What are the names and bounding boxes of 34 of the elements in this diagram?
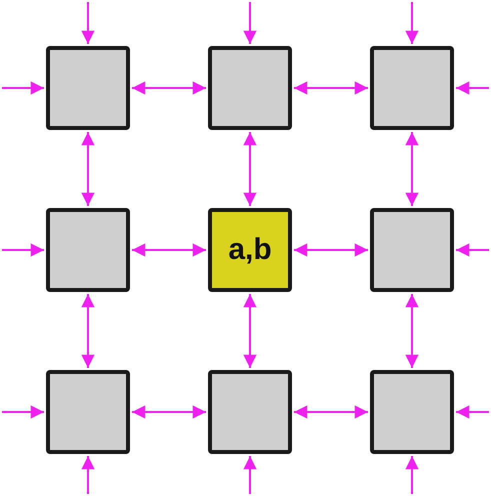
grid-box [46,208,130,292]
arrow [405,294,419,368]
arrow [132,243,206,257]
arrow [243,456,257,494]
arrow [81,2,95,44]
arrow [243,2,257,44]
arrow [456,405,489,419]
arrow [294,243,368,257]
arrow [243,294,257,368]
grid-box [208,370,292,454]
arrow [294,81,368,95]
arrow [456,243,489,257]
arrow [2,405,44,419]
arrow [81,456,95,494]
arrow [2,81,44,95]
arrow [243,132,257,206]
arrow [405,132,419,206]
arrow [132,81,206,95]
arrow [294,405,368,419]
grid-box [370,208,454,292]
grid-box [208,46,292,130]
text-box [208,208,292,292]
arrow [456,81,489,95]
arrow [132,405,206,419]
grid-box [46,370,130,454]
grid-box [370,46,454,130]
arrow [405,456,419,494]
arrow [405,2,419,44]
grid-box [46,46,130,130]
arrow [2,243,44,257]
arrow [81,294,95,368]
grid-box [370,370,454,454]
arrow [81,132,95,206]
cell-label: a,b [228,233,272,267]
